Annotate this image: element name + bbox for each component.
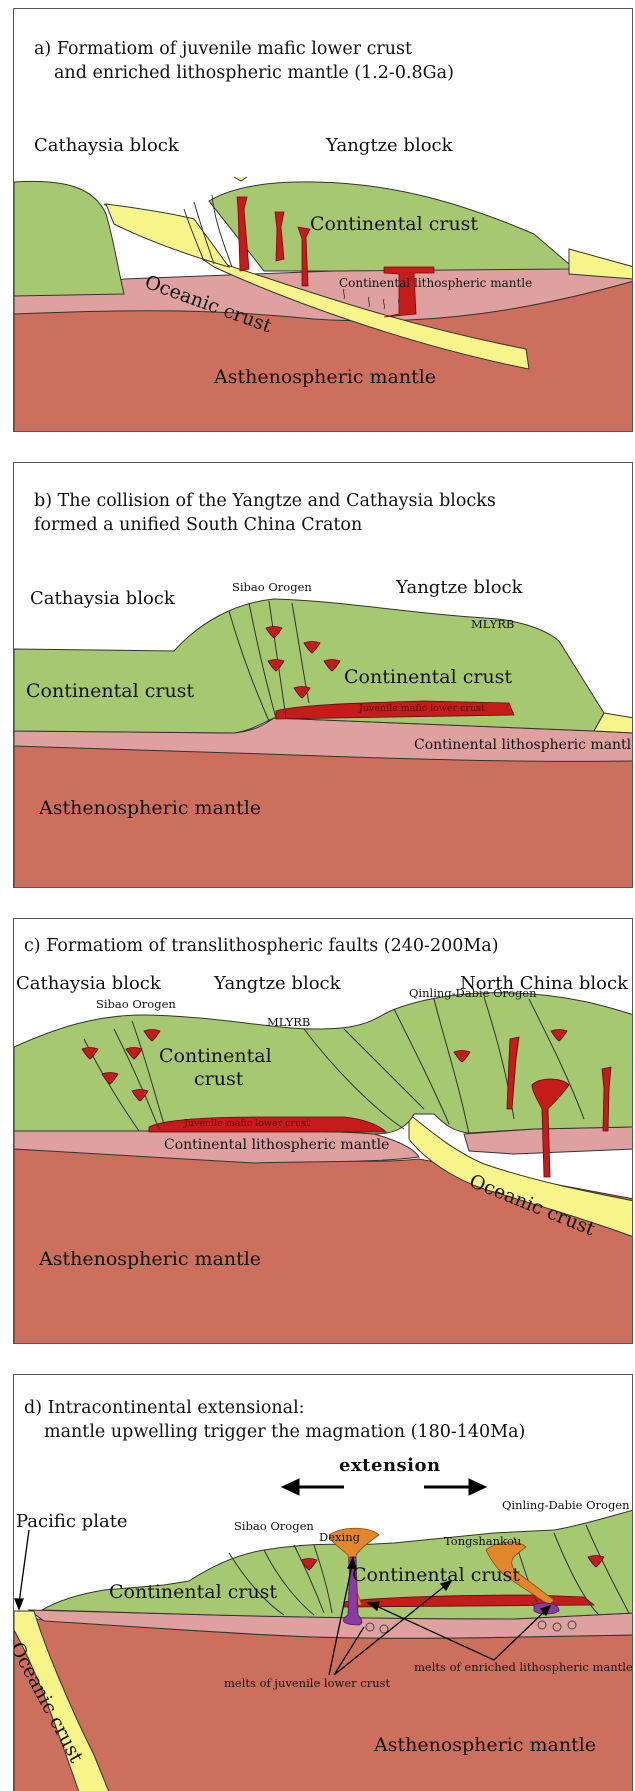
cathaysia-crust — [14, 181, 124, 296]
panel-d-title-line2: mantle upwelling trigger the magmation (… — [44, 1422, 525, 1442]
panel-d: d) Intracontinental extensional: mantle … — [13, 1374, 633, 1791]
panel-d-title-line1: d) Intracontinental extensional: — [24, 1398, 305, 1418]
asthenosphere-layer — [14, 1149, 633, 1344]
panel-c: c) Formatiom of translithospheric faults… — [13, 918, 633, 1344]
yangtze-edge-yellow — [569, 249, 633, 279]
asthenosphere-label: Asthenospheric mantle — [39, 798, 261, 820]
pacific-plate-label: Pacific plate — [16, 1512, 128, 1533]
continental-crust-right-label: Continental crust — [352, 1565, 520, 1587]
panel-c-title: c) Formatiom of translithospheric faults… — [24, 936, 499, 956]
sibao-orogen-label: Sibao Orogen — [232, 581, 312, 594]
asthenosphere-label: Asthenospheric mantle — [214, 367, 436, 389]
continental-crust-left-label: Continental crust — [26, 681, 194, 703]
continental-crust-right-label: Continental crust — [344, 667, 512, 689]
continental-label-line1: Continental — [159, 1046, 272, 1068]
mlyrb-label: MLYRB — [267, 1016, 310, 1029]
yangtze-label: Yangtze block — [396, 578, 523, 599]
melts-juvenile-label: melts of juvenile lower crust — [224, 1677, 390, 1690]
crust-layer — [14, 993, 633, 1134]
clm-label: Continental lithospheric mantle — [164, 1137, 389, 1153]
yangtze-label: Yangtze block — [326, 136, 453, 157]
asthenosphere-label: Asthenospheric mantle — [39, 1249, 261, 1271]
extension-arrows — [282, 1479, 486, 1495]
extension-label: extension — [339, 1456, 441, 1477]
continental-crust-left-label: Continental crust — [109, 1582, 277, 1604]
sibao-orogen-label: Sibao Orogen — [234, 1520, 314, 1533]
mlyrb-label: MLYRB — [471, 618, 514, 631]
dexing-label: Dexing — [319, 1531, 360, 1544]
melts-enriched-label: melts of enriched lithospheric mantle — [414, 1661, 633, 1674]
juvenile-lower-crust-label: Juvenile mafic lower crust — [359, 704, 485, 715]
qinling-dabie-label: Qinling-Dabie Orogen — [502, 1499, 630, 1512]
cathaysia-label: Cathaysia block — [16, 974, 161, 995]
continental-crust-label: Continental crust — [310, 214, 478, 236]
panel-a-title-line2: and enriched lithospheric mantle (1.2-0.… — [54, 63, 454, 83]
juvenile-lower-crust-label: Juvenile mafic lower crust — [184, 1119, 310, 1130]
asthenosphere-label: Asthenospheric mantle — [374, 1735, 596, 1757]
sibao-orogen-label: Sibao Orogen — [96, 998, 176, 1011]
yangtze-label: Yangtze block — [214, 974, 341, 995]
qinling-dabie-label: Qinling-Dabie Orogen — [409, 987, 537, 1000]
tongshankou-label: Tongshankou — [444, 1535, 521, 1548]
continental-label-line2: crust — [194, 1069, 243, 1091]
accretionary-wedge — [106, 204, 229, 267]
panel-b-title-line2: formed a unified South China Craton — [34, 515, 362, 535]
panel-b-title-line1: b) The collision of the Yangtze and Cath… — [34, 491, 496, 511]
cathaysia-label: Cathaysia block — [34, 136, 179, 157]
cathaysia-label: Cathaysia block — [30, 589, 175, 610]
panel-a: a) Formatiom of juvenile mafic lower cru… — [13, 8, 633, 432]
panel-b: b) The collision of the Yangtze and Cath… — [13, 462, 633, 888]
panel-a-title-line1: a) Formatiom of juvenile mafic lower cru… — [34, 39, 412, 59]
asthenosphere-layer — [14, 1615, 633, 1791]
clm-label: Continental lithospheric mantle — [414, 737, 633, 753]
clm-label: Continental lithospheric mantle — [339, 277, 532, 291]
